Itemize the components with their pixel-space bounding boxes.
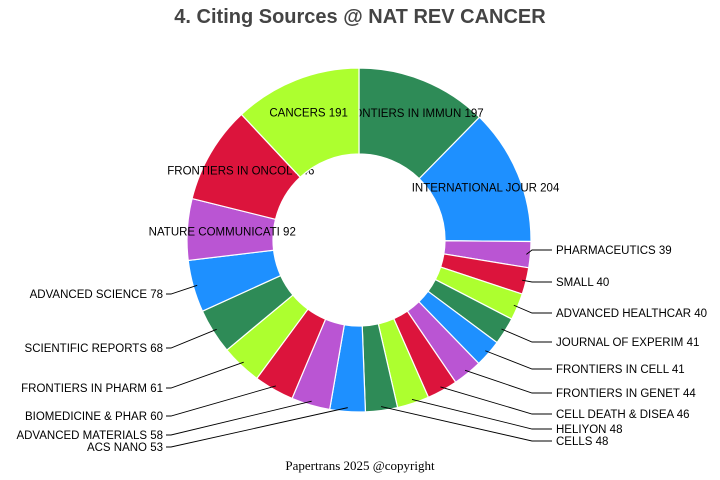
slice-label-advanced-healthcar: ADVANCED HEALTHCAR 40	[556, 308, 707, 320]
slice-label-heliyon: HELIYON 48	[556, 424, 622, 436]
slice-label-pharmaceutics: PHARMACEUTICS 39	[556, 245, 672, 257]
slice-label-frontiers-in-immun: FRONTIERS IN IMMUN 197	[338, 108, 484, 120]
leader-line-pharmaceutics	[526, 249, 552, 255]
leader-line-frontiers-in-genet	[464, 369, 552, 394]
slice-label-advanced-materials: ADVANCED MATERIALS 58	[16, 430, 163, 442]
leader-line-advanced-science	[166, 284, 198, 295]
leader-line-biomedicine-and-phar	[166, 385, 276, 417]
slice-label-scientific-reports: SCIENTIFIC REPORTS 68	[25, 343, 163, 355]
slice-cancers	[240, 67, 360, 179]
slice-label-cancers: CANCERS 191	[269, 108, 348, 120]
copyright-footer: Papertrans 2025 @copyright	[285, 458, 435, 473]
slice-label-international-jour: INTERNATIONAL JOUR 204	[412, 183, 560, 195]
slice-label-advanced-science: ADVANCED SCIENCE 78	[30, 289, 163, 301]
leader-line-heliyon	[411, 398, 552, 430]
slice-label-frontiers-in-cell: FRONTIERS IN CELL 41	[556, 364, 685, 376]
slice-label-nature-communicati: NATURE COMMUNICATI 92	[149, 227, 296, 239]
slice-label-cell-death-and-disea: CELL DEATH & DISEA 46	[556, 409, 690, 421]
leader-line-scientific-reports	[166, 328, 217, 349]
slice-label-frontiers-in-oncol: FRONTIERS IN ONCOL 146	[167, 166, 314, 178]
leader-line-acs-nano	[166, 407, 348, 448]
slice-label-journal-of-experim: JOURNAL OF EXPERIM 41	[556, 337, 699, 349]
leader-line-cell-death-and-disea	[440, 386, 552, 415]
chart-title: 4. Citing Sources @ NAT REV CANCER	[174, 6, 546, 28]
leader-line-cells	[381, 406, 552, 442]
leader-line-frontiers-in-pharm	[166, 361, 244, 389]
slice-label-acs-nano: ACS NANO 53	[87, 442, 163, 454]
slice-label-frontiers-in-genet: FRONTIERS IN GENET 44	[556, 388, 696, 400]
slice-label-cells: CELLS 48	[556, 436, 608, 448]
slice-label-frontiers-in-pharm: FRONTIERS IN PHARM 61	[21, 383, 163, 395]
leader-line-advanced-healthcar	[513, 304, 552, 314]
leader-line-advanced-materials	[166, 400, 312, 436]
slice-label-small: SMALL 40	[556, 277, 609, 289]
leader-line-journal-of-experim	[501, 328, 552, 343]
leader-line-small	[522, 279, 552, 283]
leader-line-frontiers-in-cell	[485, 350, 552, 370]
slice-label-biomedicine-and-phar: BIOMEDICINE & PHAR 60	[25, 411, 163, 423]
